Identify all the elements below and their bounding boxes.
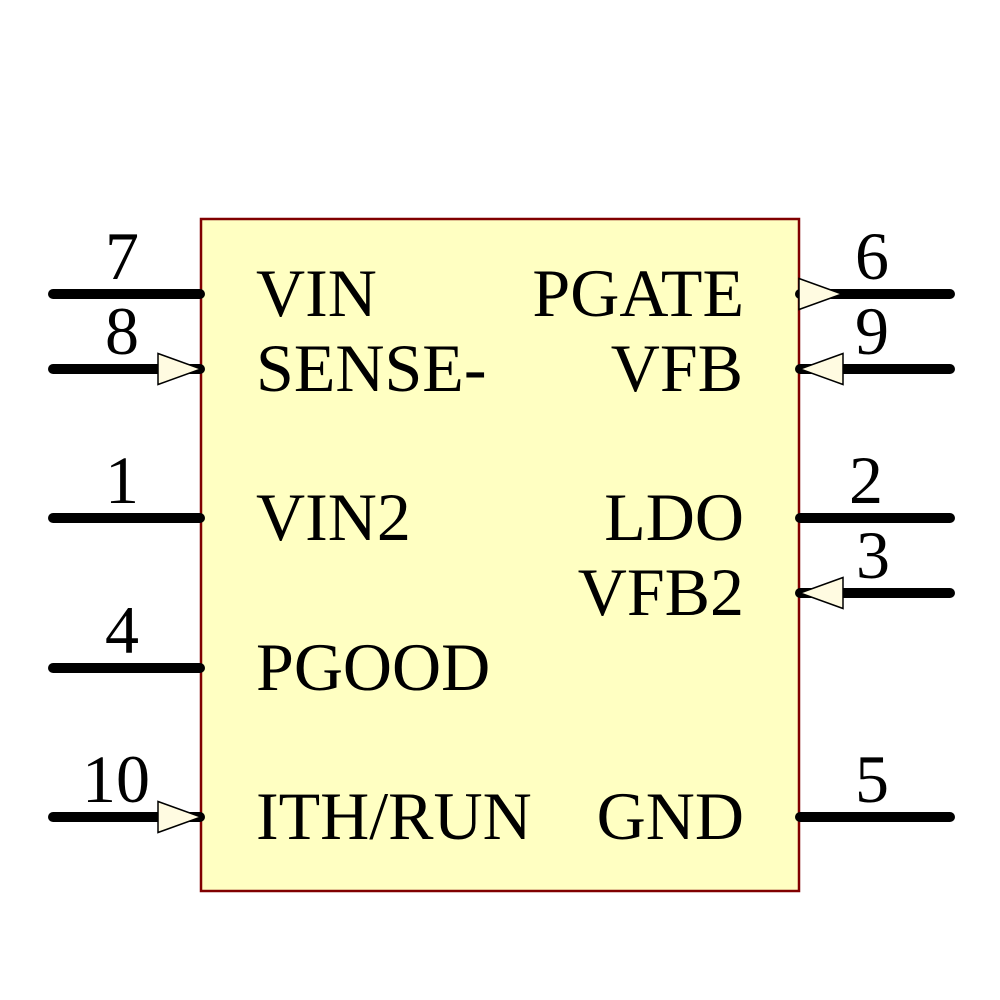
pin-10-number: 10 [82, 741, 150, 817]
pin-3-input-arrow-icon [797, 576, 844, 610]
pin-3-number: 3 [856, 517, 890, 593]
pin-8-input-arrow-icon [157, 352, 204, 386]
pin-3-vfb2[interactable]: 3 VFB2 [578, 517, 955, 630]
pin-3-label: VFB2 [578, 554, 744, 630]
pin-6-label: PGATE [532, 255, 744, 331]
pin-10-ith-run[interactable]: 10 ITH/RUN [48, 741, 532, 854]
pin-4-label: PGOOD [256, 629, 490, 705]
pin-7-label: VIN [256, 255, 377, 331]
pin-8-number: 8 [105, 293, 139, 369]
pin-7-vin[interactable]: 7 VIN [48, 218, 377, 331]
pin-5-label: GND [597, 778, 744, 854]
pin-8-label: SENSE- [256, 330, 486, 406]
pin-10-input-arrow-icon [157, 800, 204, 834]
pin-2-number: 2 [849, 442, 883, 518]
pin-9-vfb[interactable]: 9 VFB [611, 293, 955, 406]
pin-7-number: 7 [105, 218, 139, 294]
pin-2-ldo[interactable]: 2 LDO [604, 442, 955, 555]
ic-body[interactable] [199, 217, 801, 893]
pin-1-number: 1 [105, 442, 139, 518]
pin-2-label: LDO [604, 479, 744, 555]
pin-9-number: 9 [855, 293, 889, 369]
pin-9-label: VFB [611, 330, 743, 406]
pin-6-number: 6 [855, 218, 889, 294]
pin-6-pgate[interactable]: 6 PGATE [532, 218, 955, 331]
pin-10-label: ITH/RUN [256, 778, 532, 854]
pin-4-pgood[interactable]: 4 PGOOD [48, 592, 490, 705]
pin-6-output-arrow-icon [798, 277, 845, 311]
pin-5-number: 5 [855, 741, 889, 817]
pin-1-vin2[interactable]: 1 VIN2 [48, 442, 411, 555]
pin-8-sense-minus[interactable]: 8 SENSE- [48, 293, 486, 406]
pin-5-gnd[interactable]: 5 GND [597, 741, 955, 854]
pin-4-number: 4 [105, 592, 139, 668]
pin-1-label: VIN2 [256, 479, 411, 555]
pin-9-input-arrow-icon [797, 352, 844, 386]
